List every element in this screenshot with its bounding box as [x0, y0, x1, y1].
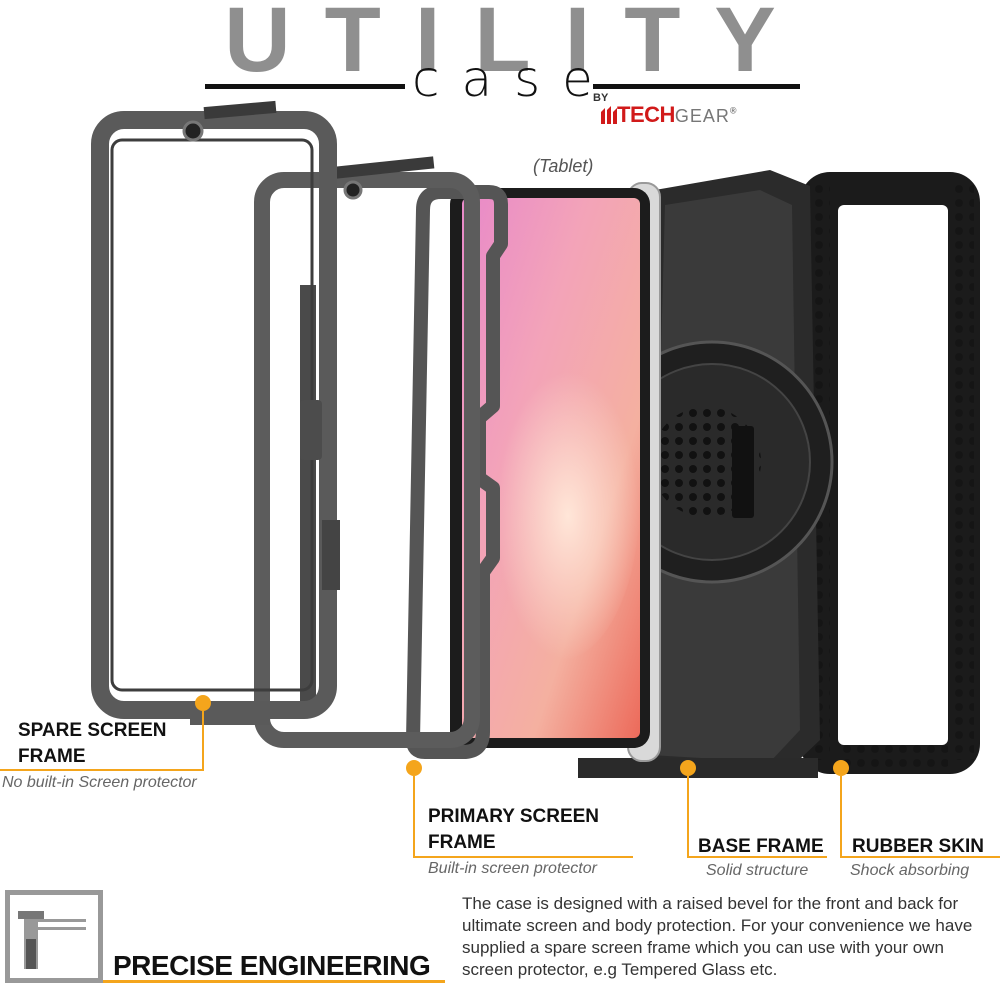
rubber-skin-subtitle: Shock absorbing: [850, 862, 970, 879]
primary-frame-subtitle: Built-in screen protector: [428, 860, 597, 877]
middle-screen-frame: [254, 156, 480, 748]
registered-mark: ®: [729, 105, 737, 116]
brand-part-2: GEAR: [674, 106, 730, 126]
rubber-skin-underline: [840, 856, 1000, 858]
base-frame-leader: [687, 776, 689, 858]
spare-frame-title-line2: FRAME: [18, 745, 86, 767]
page-title: UTILITY: [224, 0, 810, 91]
title-rule-left: [205, 84, 405, 89]
base-frame-marker: [680, 760, 696, 776]
engineering-heading: PRECISE ENGINEERING: [113, 950, 431, 981]
base-frame-title: BASE FRAME: [698, 836, 824, 857]
base-frame-underline: [687, 856, 827, 858]
engineering-underline: [103, 980, 445, 983]
primary-frame-title-line2: FRAME: [428, 831, 496, 853]
rubber-skin-title: RUBBER SKIN: [852, 836, 984, 857]
spare-screen-frame: [91, 100, 340, 725]
spare-frame-underline: [0, 769, 204, 771]
engineering-tool-icon: [18, 911, 86, 969]
engineering-icon-box: [5, 890, 103, 983]
spare-frame-title-line1: SPARE SCREEN: [18, 720, 167, 741]
base-frame: [578, 170, 834, 778]
brand-mark-icon: [601, 106, 617, 124]
spare-frame-leader: [202, 711, 204, 771]
primary-frame-underline: [413, 856, 633, 858]
primary-frame-title-line1: PRIMARY SCREEN: [428, 806, 600, 827]
page-subtitle: case: [412, 50, 615, 108]
rubber-skin-marker: [833, 760, 849, 776]
spare-frame-marker: [195, 695, 211, 711]
by-label: BY: [593, 92, 609, 104]
brand-logo: TECHGEAR®: [601, 102, 737, 127]
primary-frame-marker: [406, 760, 422, 776]
rubber-skin-leader: [840, 776, 842, 858]
primary-frame-leader: [413, 776, 415, 858]
base-frame-subtitle: Solid structure: [706, 862, 809, 879]
title-rule-right: [593, 84, 800, 89]
brand-part-1: TECH: [617, 102, 675, 127]
primary-frame-title: PRIMARY SCREEN FRAME: [428, 804, 599, 855]
spare-frame-subtitle: No built-in Screen protector: [2, 774, 197, 791]
tablet-label: (Tablet): [533, 156, 594, 176]
rubber-skin: [800, 172, 980, 774]
spare-frame-title: SPARE SCREEN FRAME: [18, 718, 167, 769]
engineering-description: The case is designed with a raised bevel…: [462, 894, 973, 979]
